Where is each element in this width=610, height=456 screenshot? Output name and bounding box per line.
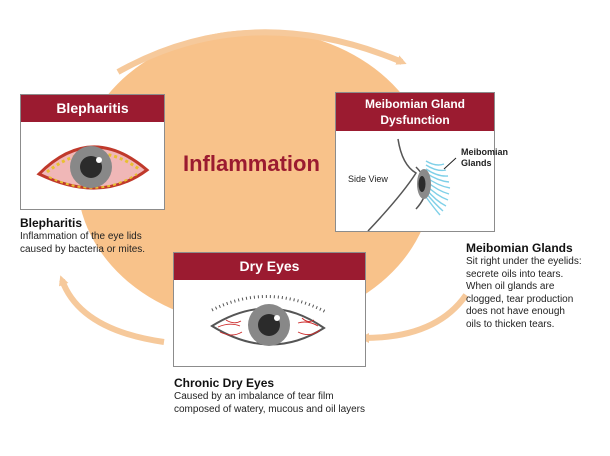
dry-eyes-header-label: Dry Eyes <box>239 258 300 274</box>
cycle-arrow-top <box>116 29 407 75</box>
dry-eyes-caption-line: composed of watery, mucous and oil layer… <box>174 403 366 415</box>
mgd-card: Meibomian Gland Dysfunction Side View Me… <box>335 92 508 232</box>
blepharitis-header: Blepharitis <box>21 95 164 122</box>
meibomian-glands-label: Meibomian Glands <box>461 147 508 169</box>
mgd-caption-line: Sit right under the eyelids: <box>466 256 582 267</box>
blepharitis-caption: Blepharitis Inflammation of the eye lids… <box>20 216 145 256</box>
inflamed-eyelid-eye-icon <box>36 145 150 190</box>
mgd-caption-line: When oil glands are <box>466 281 555 292</box>
mgd-caption: Meibomian Glands Sit right under the eye… <box>466 241 582 331</box>
dry-eyes-header: Dry Eyes <box>174 253 365 280</box>
blepharitis-card: Blepharitis <box>20 94 165 210</box>
mgd-caption-title: Meibomian Glands <box>466 241 573 255</box>
side-view-label: Side View <box>348 174 388 184</box>
glands-label-line: Glands <box>461 158 492 168</box>
mgd-caption-line: does not have enough <box>466 306 565 317</box>
blepharitis-header-label: Blepharitis <box>56 100 129 116</box>
mgd-header: Meibomian Gland Dysfunction <box>336 93 494 131</box>
mgd-header-line: Dysfunction <box>380 113 450 127</box>
dry-eyes-caption-line: Caused by an imbalance of tear film <box>174 391 334 402</box>
blepharitis-caption-line: caused by bacteria or mites. <box>20 243 146 255</box>
cycle-arrow-left <box>58 275 165 345</box>
bloodshot-eye-icon <box>210 295 327 346</box>
eye-side-view-icon <box>367 138 457 231</box>
dry-eyes-caption: Chronic Dry Eyes Caused by an imbalance … <box>174 376 365 416</box>
dry-eyes-card: Dry Eyes <box>173 252 366 367</box>
glands-label-line: Meibomian <box>461 147 509 157</box>
dry-eyes-caption-title: Chronic Dry Eyes <box>174 376 275 390</box>
cycle-arrow-right <box>359 293 469 343</box>
mgd-caption-line: secrete oils into tears. <box>466 268 564 280</box>
mgd-caption-line: oils to thicken tears. <box>466 318 555 330</box>
mgd-header-line: Meibomian Gland <box>364 97 465 111</box>
blepharitis-caption-title: Blepharitis <box>20 216 83 230</box>
mgd-caption-line: clogged, tear production <box>466 293 574 305</box>
blepharitis-caption-line: Inflammation of the eye lids <box>20 231 142 242</box>
inflammation-label: Inflammation <box>183 151 320 176</box>
